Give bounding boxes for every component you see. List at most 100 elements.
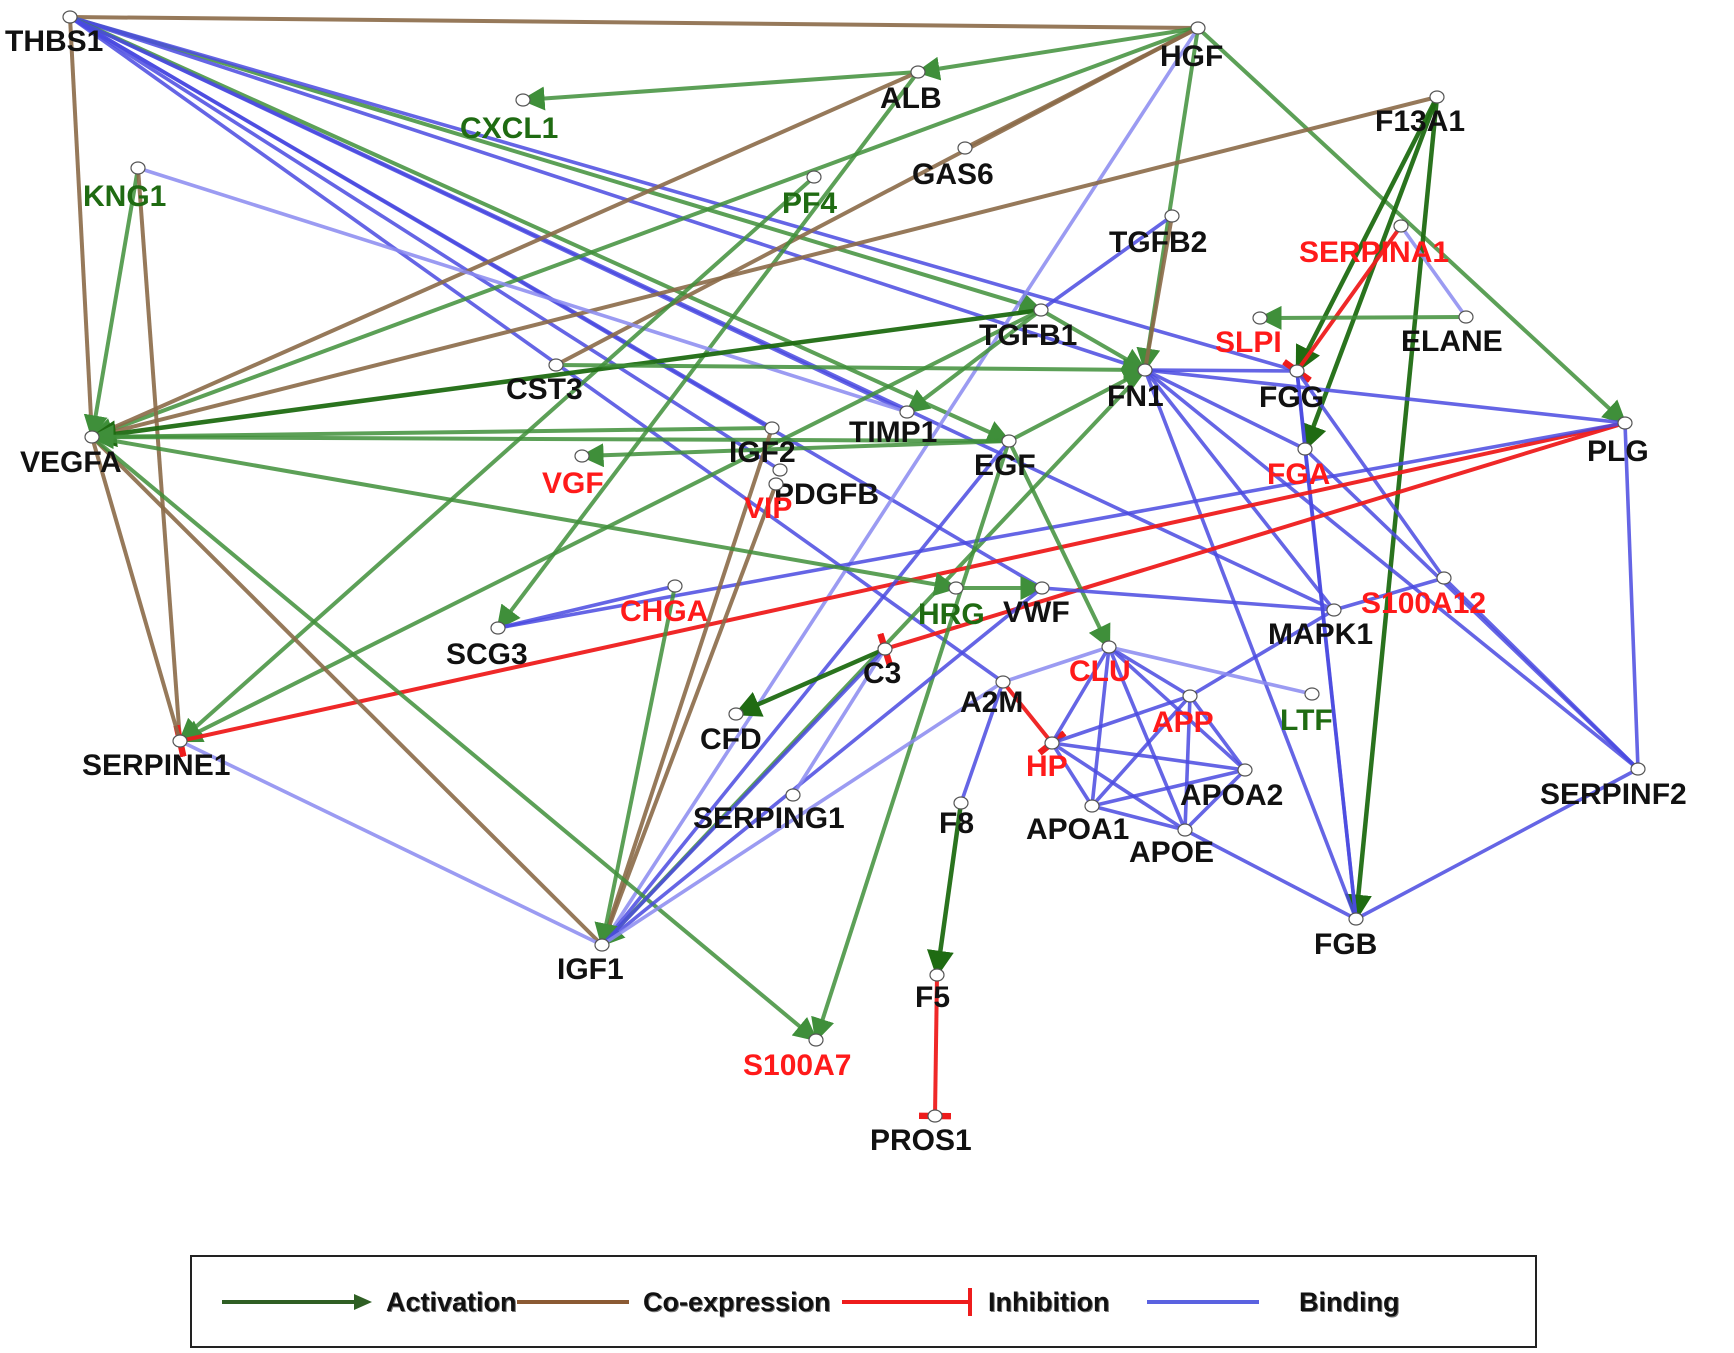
edge-binding-s100a12-mapk1 xyxy=(1333,576,1445,612)
node-label-vwf: VWF xyxy=(1003,596,1070,629)
edge-inhibition-f5-pros1 xyxy=(918,974,952,1120)
edge-activation-cst3-fn1 xyxy=(555,357,1148,382)
node-slpi: SLPI xyxy=(1215,311,1282,359)
node-c3: C3 xyxy=(863,642,901,690)
node-clu: CLU xyxy=(1069,640,1131,688)
node-dot-cfd xyxy=(728,707,744,721)
node-dot-vwf xyxy=(1034,581,1050,595)
node-label-chga: CHGA xyxy=(620,595,708,628)
node-cfd: CFD xyxy=(700,707,762,756)
node-dot-pros1 xyxy=(927,1109,943,1123)
edge-coexpression-vip-igf1 xyxy=(600,483,778,946)
edge-activation_dark-f8-f5 xyxy=(926,802,964,978)
node-fn1: FN1 xyxy=(1107,363,1164,413)
edge-coexpression-igf2-igf1 xyxy=(600,427,774,946)
edge-binding-hp-apoe xyxy=(1051,741,1186,832)
edge-binding-thbs1-pdgfb xyxy=(69,15,781,472)
legend: Activation Co-expression Inhibition Bind… xyxy=(190,1255,1537,1348)
node-fgg: FGG xyxy=(1259,364,1324,414)
node-label-hrg: HRG xyxy=(918,598,985,631)
edge-binding_light-c3-serping1 xyxy=(791,648,887,796)
edge-binding-fn1-fgg xyxy=(1144,368,1298,373)
node-dot-cxcl1 xyxy=(515,93,531,107)
edge-inhibition-serpina1-fgg xyxy=(1282,224,1403,383)
edge-activation-elane-slpi xyxy=(1257,305,1467,330)
edge-activation-vegfa-hrg xyxy=(91,435,959,597)
node-label-scg3: SCG3 xyxy=(446,638,528,671)
node-dot-c3 xyxy=(877,642,893,656)
edge-activation_dark-f13a1-fgb xyxy=(1344,96,1440,922)
node-dot-slpi xyxy=(1252,311,1268,325)
node-label-a2m: A2M xyxy=(960,686,1023,719)
node-label-fga: FGA xyxy=(1267,458,1330,491)
node-dot-alb xyxy=(910,65,926,79)
node-dot-vip xyxy=(768,477,784,491)
edge-binding-plg-fn1 xyxy=(1144,368,1626,425)
node-dot-plg xyxy=(1617,416,1633,430)
edge-coexpression-thbs1-hgf xyxy=(69,15,1199,30)
edge-binding-thbs1-a2m xyxy=(68,15,1005,684)
node-chga: CHGA xyxy=(620,579,708,628)
edge-binding-fgg-s100a12 xyxy=(1295,369,1446,580)
edge-binding-fgb-serpinf2 xyxy=(1355,767,1639,921)
node-label-igf2: IGF2 xyxy=(729,436,796,469)
edge-coexpression-thbs1-vegfa xyxy=(68,16,94,438)
edge-binding-plg-serpinf2 xyxy=(1623,422,1640,770)
node-label-vip: VIP xyxy=(744,492,792,525)
node-tgfb1: TGFB1 xyxy=(979,303,1077,352)
node-label-cst3: CST3 xyxy=(506,373,583,406)
node-dot-apoa2 xyxy=(1237,763,1253,777)
edge-binding-thbs1-fgg xyxy=(69,15,1298,373)
node-elane: ELANE xyxy=(1401,310,1503,358)
node-label-kng1: KNG1 xyxy=(83,180,166,213)
legend-item-activation: Activation xyxy=(222,1287,517,1317)
edge-binding_light-clu-ltf xyxy=(1108,645,1313,696)
node-dot-gas6 xyxy=(957,141,973,155)
node-dot-vegfa xyxy=(84,430,100,444)
binding-line-icon xyxy=(1147,1300,1259,1304)
edge-binding-clu-app xyxy=(1108,645,1191,698)
legend-item-coexpression: Co-expression xyxy=(517,1287,831,1317)
edge-activation-pf4-serpine1 xyxy=(178,175,816,743)
edge-binding-thbs1-mapk1 xyxy=(69,15,1335,612)
node-dot-ltf xyxy=(1304,687,1320,701)
node-pdgfb: PDGFB xyxy=(772,463,879,511)
node-dot-serping1 xyxy=(785,788,801,802)
edge-binding-plg-scg3 xyxy=(497,421,1626,630)
edge-inhibition-plg-serpine1 xyxy=(173,421,1626,758)
node-label-s100a7: S100A7 xyxy=(743,1049,851,1082)
node-pf4: PF4 xyxy=(782,170,837,220)
node-dot-f8 xyxy=(953,796,969,810)
node-label-fgg: FGG xyxy=(1259,381,1324,414)
node-label-fgb: FGB xyxy=(1314,928,1377,961)
edge-activation-egf-clu xyxy=(1007,440,1111,650)
edge-binding-vwf-igf1 xyxy=(600,586,1044,947)
edge-binding-c3-igf1 xyxy=(600,647,887,947)
legend-label-binding: Binding xyxy=(1299,1286,1400,1317)
edge-coexpression-vegfa-serpine1 xyxy=(90,436,182,742)
edge-activation_dark-f13a1-fgg xyxy=(1294,95,1440,374)
node-serpina1: SERPINA1 xyxy=(1299,219,1449,269)
node-dot-egf xyxy=(1001,434,1017,448)
edge-binding-fn1-serpinf2 xyxy=(1143,368,1640,771)
node-dot-cst3 xyxy=(548,358,564,372)
node-dot-thbs1 xyxy=(62,10,78,24)
node-dot-hrg xyxy=(948,581,964,595)
node-kng1: KNG1 xyxy=(83,161,166,213)
node-label-elane: ELANE xyxy=(1401,325,1503,358)
edge-binding-tgfb2-tgfb1 xyxy=(1039,214,1174,312)
edge-activation-egf-vegfa xyxy=(89,425,1010,450)
edge-binding-apoa1-apoe xyxy=(1091,804,1186,832)
edge-inhibition-a2m-hp xyxy=(1001,680,1067,756)
node-apoe: APOE xyxy=(1129,823,1214,869)
node-dot-chga xyxy=(667,579,683,593)
node-label-cxcl1: CXCL1 xyxy=(460,112,558,145)
edge-binding_light-serpina1-elane xyxy=(1399,224,1468,319)
node-dot-fn1 xyxy=(1137,363,1153,377)
edge-binding-apoa2-apoe xyxy=(1183,768,1247,832)
edge-activation-chga-igf1 xyxy=(594,585,677,948)
node-label-pf4: PF4 xyxy=(782,187,837,220)
node-dot-s100a7 xyxy=(808,1033,824,1047)
node-serpinf2: SERPINF2 xyxy=(1540,762,1687,811)
edge-activation-tgfb1-serpine1 xyxy=(177,308,1042,743)
